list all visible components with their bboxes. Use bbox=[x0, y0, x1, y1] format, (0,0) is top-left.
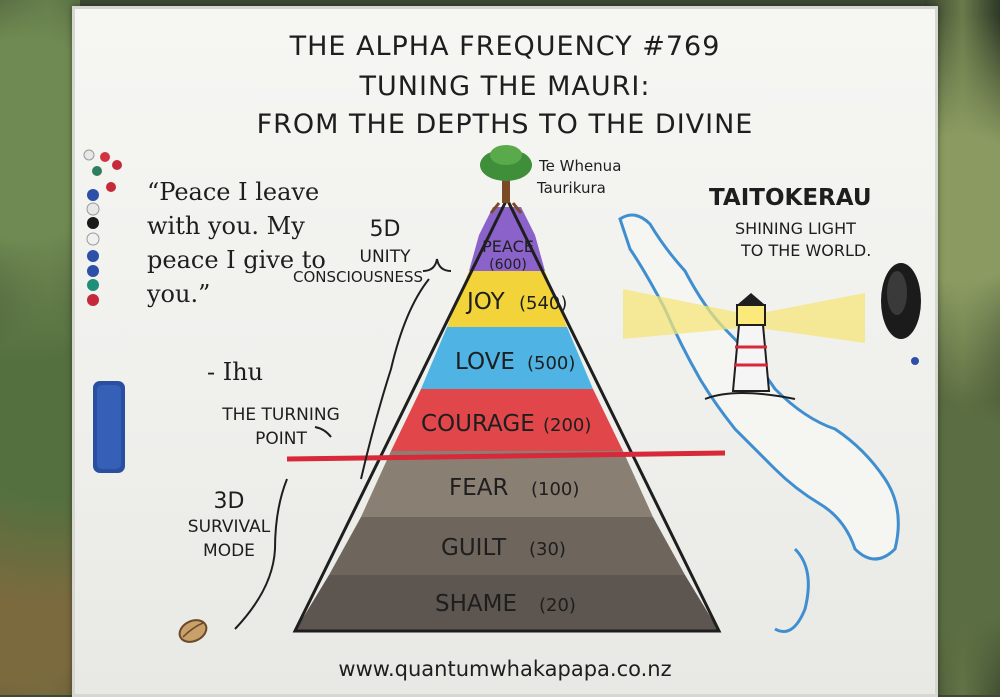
survival-label-1: 3D bbox=[213, 489, 245, 514]
turning-label-2: POINT bbox=[255, 429, 307, 449]
quote-attribution: - Ihu bbox=[207, 358, 264, 386]
tree-icon bbox=[480, 145, 532, 214]
level-fear-name: FEAR bbox=[449, 475, 509, 501]
level-joy-value: (540) bbox=[519, 293, 568, 314]
level-fear-value: (100) bbox=[531, 479, 580, 500]
turning-point-pointer bbox=[314, 426, 332, 438]
left-curtain bbox=[0, 0, 80, 695]
board-graphics bbox=[83, 145, 921, 643]
level-joy-name: JOY bbox=[467, 289, 505, 315]
level-guilt-name: GUILT bbox=[441, 535, 507, 561]
seed-icon bbox=[178, 619, 208, 643]
title-line-1: THE ALPHA FREQUENCY #769 bbox=[289, 31, 721, 62]
top-label-line-2: Taurikura bbox=[537, 179, 606, 197]
eraser-icon bbox=[93, 381, 125, 473]
marker-eraser-icon bbox=[881, 263, 921, 365]
pyramid bbox=[286, 198, 726, 633]
footer-url: www.quantumwhakapapa.co.nz bbox=[338, 657, 672, 681]
quote-text: “Peace I leave with you. My peace I give… bbox=[147, 178, 326, 308]
level-peace-value: (600) bbox=[489, 257, 527, 273]
survival-label-2: SURVIVAL bbox=[187, 517, 271, 537]
turning-label-1: THE TURNING bbox=[222, 405, 340, 425]
level-courage-name: COURAGE bbox=[421, 411, 535, 437]
unity-bracket bbox=[422, 258, 452, 272]
magnets-icon bbox=[83, 149, 122, 306]
region-tagline-1: SHINING LIGHT bbox=[735, 219, 856, 238]
survival-bracket bbox=[234, 478, 288, 630]
level-courage-value: (200) bbox=[543, 415, 592, 436]
level-shame-name: SHAME bbox=[435, 591, 518, 617]
top-label-line-1: Te Whenua bbox=[539, 157, 622, 175]
whiteboard: THE ALPHA FREQUENCY #769 TUNING THE MAUR… bbox=[72, 6, 938, 697]
survival-label-3: MODE bbox=[203, 541, 255, 561]
level-shame-value: (20) bbox=[539, 595, 576, 616]
unity-label-2: UNITY bbox=[359, 247, 411, 267]
level-love-value: (500) bbox=[527, 353, 576, 374]
unity-label-1: 5D bbox=[369, 217, 401, 242]
title-line-3: FROM THE DEPTHS TO THE DIVINE bbox=[256, 109, 754, 140]
lighthouse-icon bbox=[623, 289, 865, 400]
region-tagline-2: TO THE WORLD. bbox=[741, 241, 872, 260]
region-name: TAITOKERAU bbox=[709, 185, 872, 211]
level-guilt-value: (30) bbox=[529, 539, 566, 560]
level-peace-name: PEACE bbox=[482, 237, 534, 256]
title-line-2: TUNING THE MAURI: bbox=[359, 71, 651, 102]
unity-label-3: CONSCIOUSNESS bbox=[293, 268, 423, 286]
level-love-name: LOVE bbox=[455, 349, 515, 375]
